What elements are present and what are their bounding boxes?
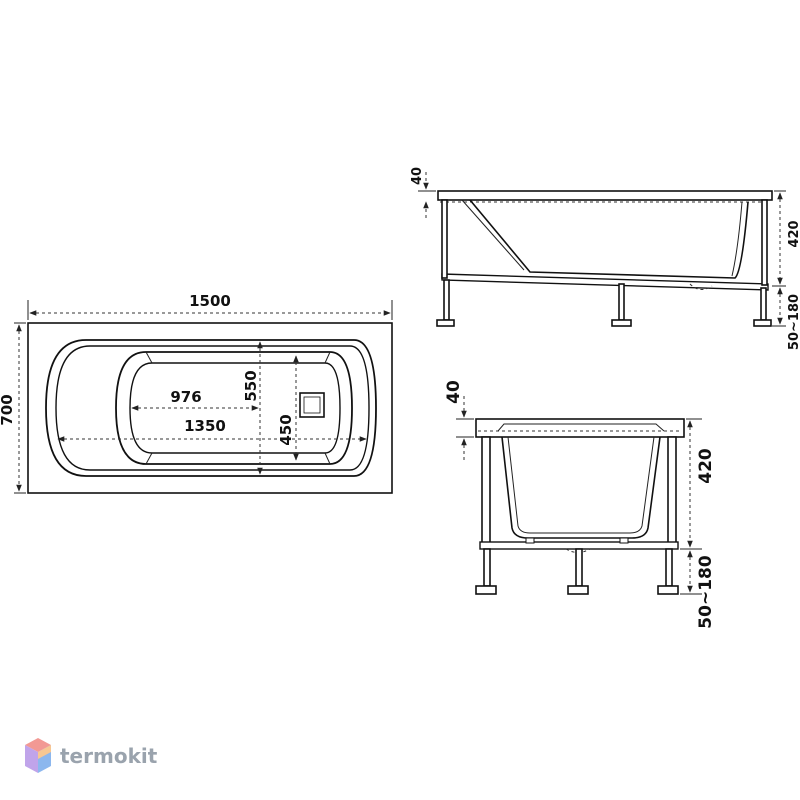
side-legs-label: 50~180	[787, 294, 800, 350]
brand-logo: termokit	[25, 738, 158, 773]
dim-inner-bottom-width-label: 450	[277, 414, 295, 445]
end-legs-label: 50~180	[696, 555, 716, 629]
dim-inner-bottom-length-label: 976	[170, 388, 201, 406]
dim-inner-top-width-label: 550	[242, 370, 260, 401]
side-depth-label: 420	[787, 220, 800, 247]
side-view-rim	[437, 190, 773, 201]
dim-length-label: 1500	[189, 292, 231, 310]
end-view: 40 420 50~180	[444, 380, 716, 629]
dim-inner-top-length-label: 1350	[184, 417, 226, 435]
brand-name: termokit	[60, 744, 158, 768]
end-depth-label: 420	[696, 448, 716, 484]
top-view: 1500 700 976 1350 550 450	[0, 292, 393, 494]
end-view-rim	[475, 418, 685, 438]
side-view: 40 420 50~180	[410, 167, 800, 350]
dim-width-label: 700	[0, 394, 16, 425]
side-view-basin	[469, 199, 749, 279]
end-view-frame-rail	[479, 541, 679, 550]
top-view-basin-rim	[55, 345, 370, 471]
termokit-logo-icon	[25, 738, 51, 773]
top-view-outline	[27, 322, 393, 494]
side-rim-label: 40	[410, 167, 425, 185]
side-view-frame-rail	[441, 273, 769, 291]
end-view-basin	[501, 436, 661, 539]
end-rim-label: 40	[444, 380, 464, 404]
top-view-basin-outer	[45, 339, 377, 477]
